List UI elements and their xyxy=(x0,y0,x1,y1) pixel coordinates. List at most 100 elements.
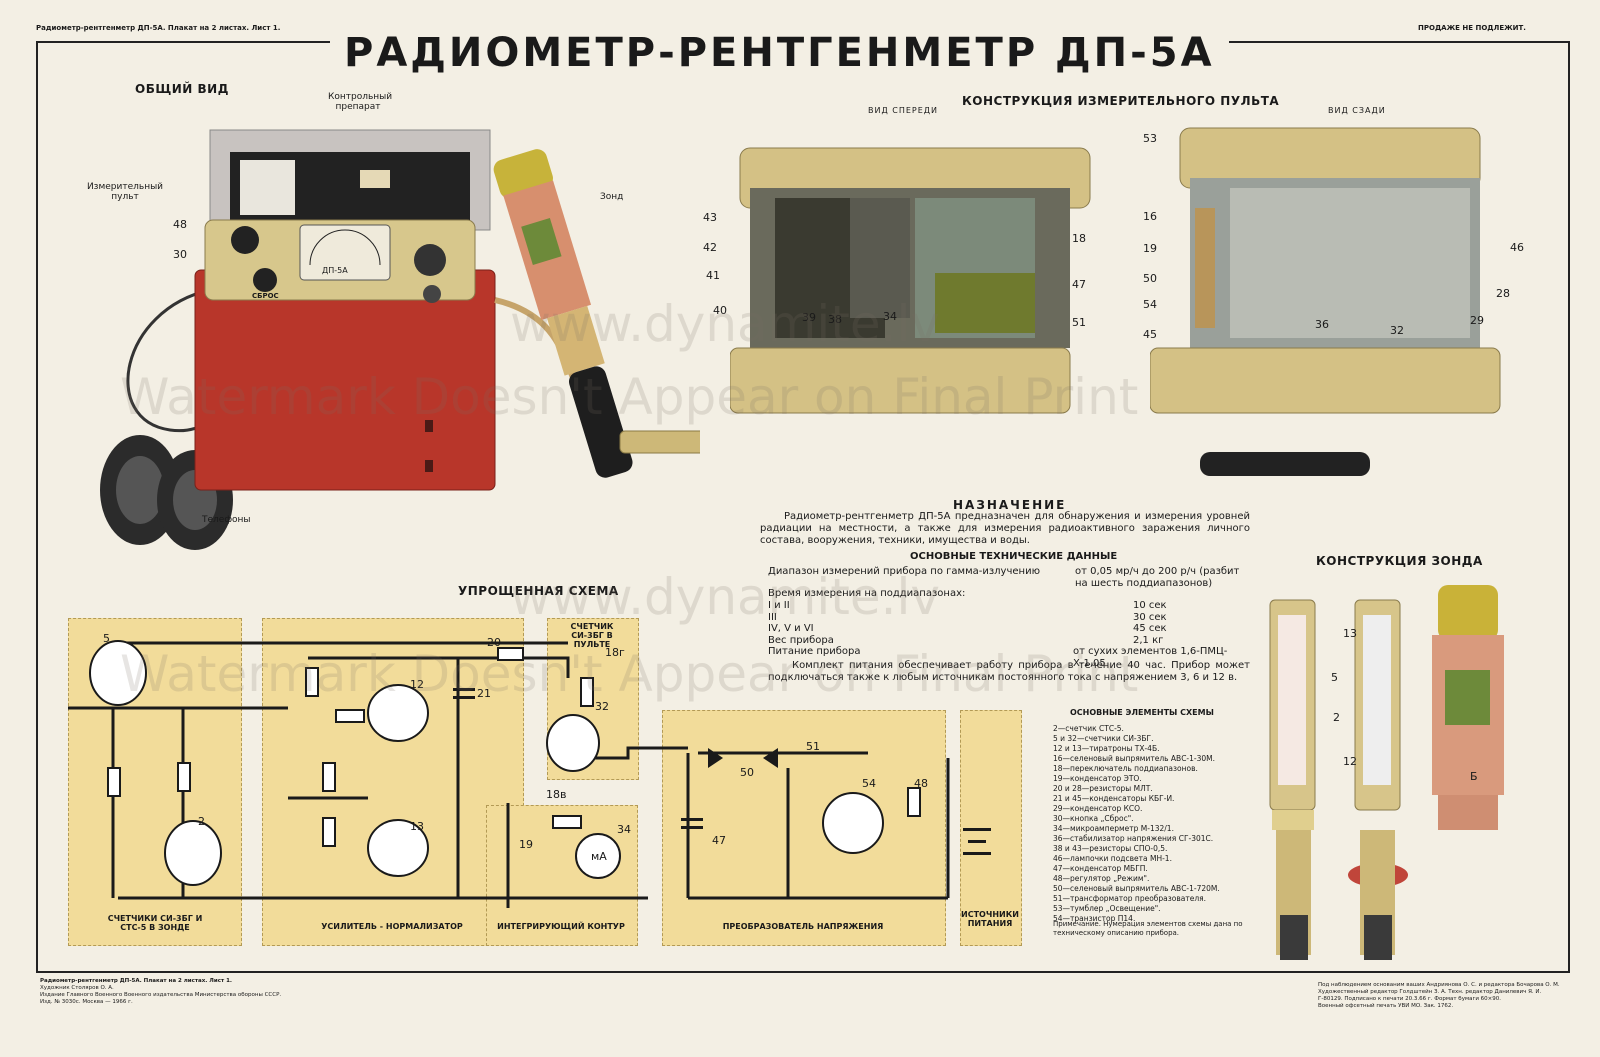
footer-right-line: Художественный редактор Голдштейн З. А. … xyxy=(1318,989,1542,995)
element-list-item: 29—конденсатор КСО. xyxy=(1053,804,1143,813)
element-list-item: 12 и 13—тиратроны ТХ-4Б. xyxy=(1053,744,1160,753)
device-illustration xyxy=(100,129,700,550)
tech-range-value: от 0,05 мр/ч до 200 р/ч (разбит на шесть… xyxy=(1075,566,1240,589)
probe-body xyxy=(493,149,633,478)
panel-front-view xyxy=(730,147,1091,414)
scheme-num-51: 51 xyxy=(806,740,820,753)
footer-left: Радиометр-рентгенметр ДП-5А. Плакат на 2… xyxy=(40,978,360,1006)
caption-power: ИСТОЧНИКИ ПИТАНИЯ xyxy=(961,910,1019,928)
scheme-num-12: 12 xyxy=(410,678,424,691)
tech-row-value: 10 сек xyxy=(1133,600,1167,611)
probe-num-12: 12 xyxy=(1343,755,1357,768)
probe-num-b: Б xyxy=(1470,770,1478,783)
scheme-num-32: 32 xyxy=(595,700,609,713)
scheme-num-19: 19 xyxy=(519,838,533,851)
element-list-item: 50—селеновый выпрямитель АВС-1-720М. xyxy=(1053,884,1220,893)
caption-amplifier: УСИЛИТЕЛЬ - НОРМАЛИЗАТОР xyxy=(321,922,463,931)
scheme-heading: УПРОЩЕННАЯ СХЕМА xyxy=(458,584,619,598)
probe-extension-rod xyxy=(619,430,700,454)
scheme-num-50: 50 xyxy=(740,766,754,779)
element-list-item: 53—тумблер „Освещение". xyxy=(1053,904,1161,913)
tech-time-label: Время измерения на поддиапазонах: xyxy=(768,588,966,599)
element-list-item: 19—конденсатор ЭТО. xyxy=(1053,774,1142,783)
panel-back-view xyxy=(1150,127,1501,414)
range-knob xyxy=(231,226,259,254)
callout-41: 41 xyxy=(706,269,720,282)
circuit-schematic xyxy=(68,640,991,908)
label-control-sample: Контрольный препарат xyxy=(328,92,393,112)
footer-right-line: Под наблюдением основаним ваших Андрияно… xyxy=(1318,982,1560,988)
callout-51: 51 xyxy=(1072,316,1086,329)
tech-row-key: Питание прибора xyxy=(768,646,861,657)
probe-construction-heading: КОНСТРУКЦИЯ ЗОНДА xyxy=(1316,554,1483,568)
tech-row-value: от сухих элементов 1,6-ПМЦ-Х-1,05 xyxy=(1073,646,1228,669)
tech-range-label: Диапазон измерений прибора по гамма-излу… xyxy=(768,566,1040,577)
scheme-num-5: 5 xyxy=(103,632,110,645)
footer-left-line: Радиометр-рентгенметр ДП-5А. Плакат на 2… xyxy=(40,978,232,984)
callout-28: 28 xyxy=(1496,287,1510,300)
element-list-item: 48—регулятор „Режим". xyxy=(1053,874,1150,883)
element-list-item: 16—селеновый выпрямитель АВС-1-30М. xyxy=(1053,754,1216,763)
element-list-item: 30—кнопка „Сброс". xyxy=(1053,814,1134,823)
element-list-item: 20 и 28—резисторы МЛТ. xyxy=(1053,784,1153,793)
label-device: ДП-5А xyxy=(322,266,348,275)
callout-53: 53 xyxy=(1143,132,1157,145)
callout-29: 29 xyxy=(1470,314,1484,327)
element-list-item: 51—трансформатор преобразователя. xyxy=(1053,894,1207,903)
callout-36: 36 xyxy=(1315,318,1329,331)
tech-row-key: Вес прибора xyxy=(768,634,834,646)
scheme-num-18g: 18г xyxy=(605,646,625,659)
page-title: РАДИОМЕТР-РЕНТГЕНМЕТР ДП-5А xyxy=(330,30,1229,76)
scheme-counter-box-label: СЧЕТЧИК СИ-3БГ В ПУЛЬТЕ xyxy=(570,622,614,649)
callout-54: 54 xyxy=(1143,298,1157,311)
tech-row-key: IV, V и VI xyxy=(768,623,814,634)
scheme-num-13: 13 xyxy=(410,820,424,833)
callout-40: 40 xyxy=(713,304,727,317)
scheme-block-amplifier xyxy=(262,618,524,946)
footer-left-line: Художник Столяров О. А. xyxy=(40,985,114,991)
footer-right: Под наблюдением основаним ваших Андрияно… xyxy=(1318,982,1588,1010)
callout-42: 42 xyxy=(703,241,717,254)
element-list-item: 2—счетчик СТС-5. xyxy=(1053,724,1124,733)
sheet-header-right: ПРОДАЖЕ НЕ ПОДЛЕЖИТ. xyxy=(1418,24,1526,32)
rod-grip xyxy=(1200,452,1370,476)
callout-46: 46 xyxy=(1510,241,1524,254)
scheme-num-18v: 18в xyxy=(546,788,567,801)
callout-43: 43 xyxy=(703,211,717,224)
probe-num-2: 2 xyxy=(1333,711,1340,724)
label-phones: Телефоны xyxy=(202,515,251,525)
caption-integrator: ИНТЕГРИРУЮЩИЙ КОНТУР xyxy=(497,922,625,931)
scheme-num-47: 47 xyxy=(712,834,726,847)
scheme-num-48: 48 xyxy=(914,777,928,790)
element-list-item: 36—стабилизатор напряжения СГ-301С. xyxy=(1053,834,1214,843)
reset-button xyxy=(253,268,277,292)
callout-39: 39 xyxy=(802,311,816,324)
callout-19: 19 xyxy=(1143,242,1157,255)
tech-heading: ОСНОВНЫЕ ТЕХНИЧЕСКИЕ ДАННЫЕ xyxy=(910,551,1118,562)
tech-row-value: 45 сек xyxy=(1133,623,1167,634)
element-list-item: 47—конденсатор МБГП. xyxy=(1053,864,1148,873)
element-list-item: 18—переключатель поддиапазонов. xyxy=(1053,764,1198,773)
footer-right-line: Военный офсетный печать УВИ МО. Зак. 176… xyxy=(1318,1003,1454,1009)
label-probe: Зонд xyxy=(600,192,624,202)
element-list-item: 21 и 45—конденсаторы КБГ-И. xyxy=(1053,794,1175,803)
tech-row-value: 30 сек xyxy=(1133,611,1167,623)
probe-handle xyxy=(568,366,633,478)
label-30: 30 xyxy=(173,248,187,261)
callout-50: 50 xyxy=(1143,272,1157,285)
callout-34: 34 xyxy=(883,310,897,323)
watermark-text-1: Watermark Doesn't Appear on Final Print xyxy=(120,368,1139,426)
element-list-item: 38 и 43—резисторы СПО-0,5. xyxy=(1053,844,1168,853)
tech-row-key: I и II xyxy=(768,600,790,611)
callout-38: 38 xyxy=(828,313,842,326)
footer-right-line: Г-80129. Подписано к печати 20.3.66 г. Ф… xyxy=(1318,996,1502,1002)
footer-left-line: Изд. № 3030с. Москва — 1966 г. xyxy=(40,999,133,1005)
elements-list: 2—счетчик СТС-5.5 и 32—счетчики СИ-3БГ.1… xyxy=(1053,724,1253,924)
label-meter-panel: Измерительный пульт xyxy=(86,182,164,202)
element-list-item: 54—транзистор П14. xyxy=(1053,914,1136,923)
scheme-num-34: 34 xyxy=(617,823,631,836)
general-view-heading: ОБЩИЙ ВИД xyxy=(135,82,229,96)
scheme-num-20: 20 xyxy=(487,636,501,649)
probe-num-13: 13 xyxy=(1343,627,1357,640)
watermark-site-1: www.dynamite.lv xyxy=(510,295,940,353)
